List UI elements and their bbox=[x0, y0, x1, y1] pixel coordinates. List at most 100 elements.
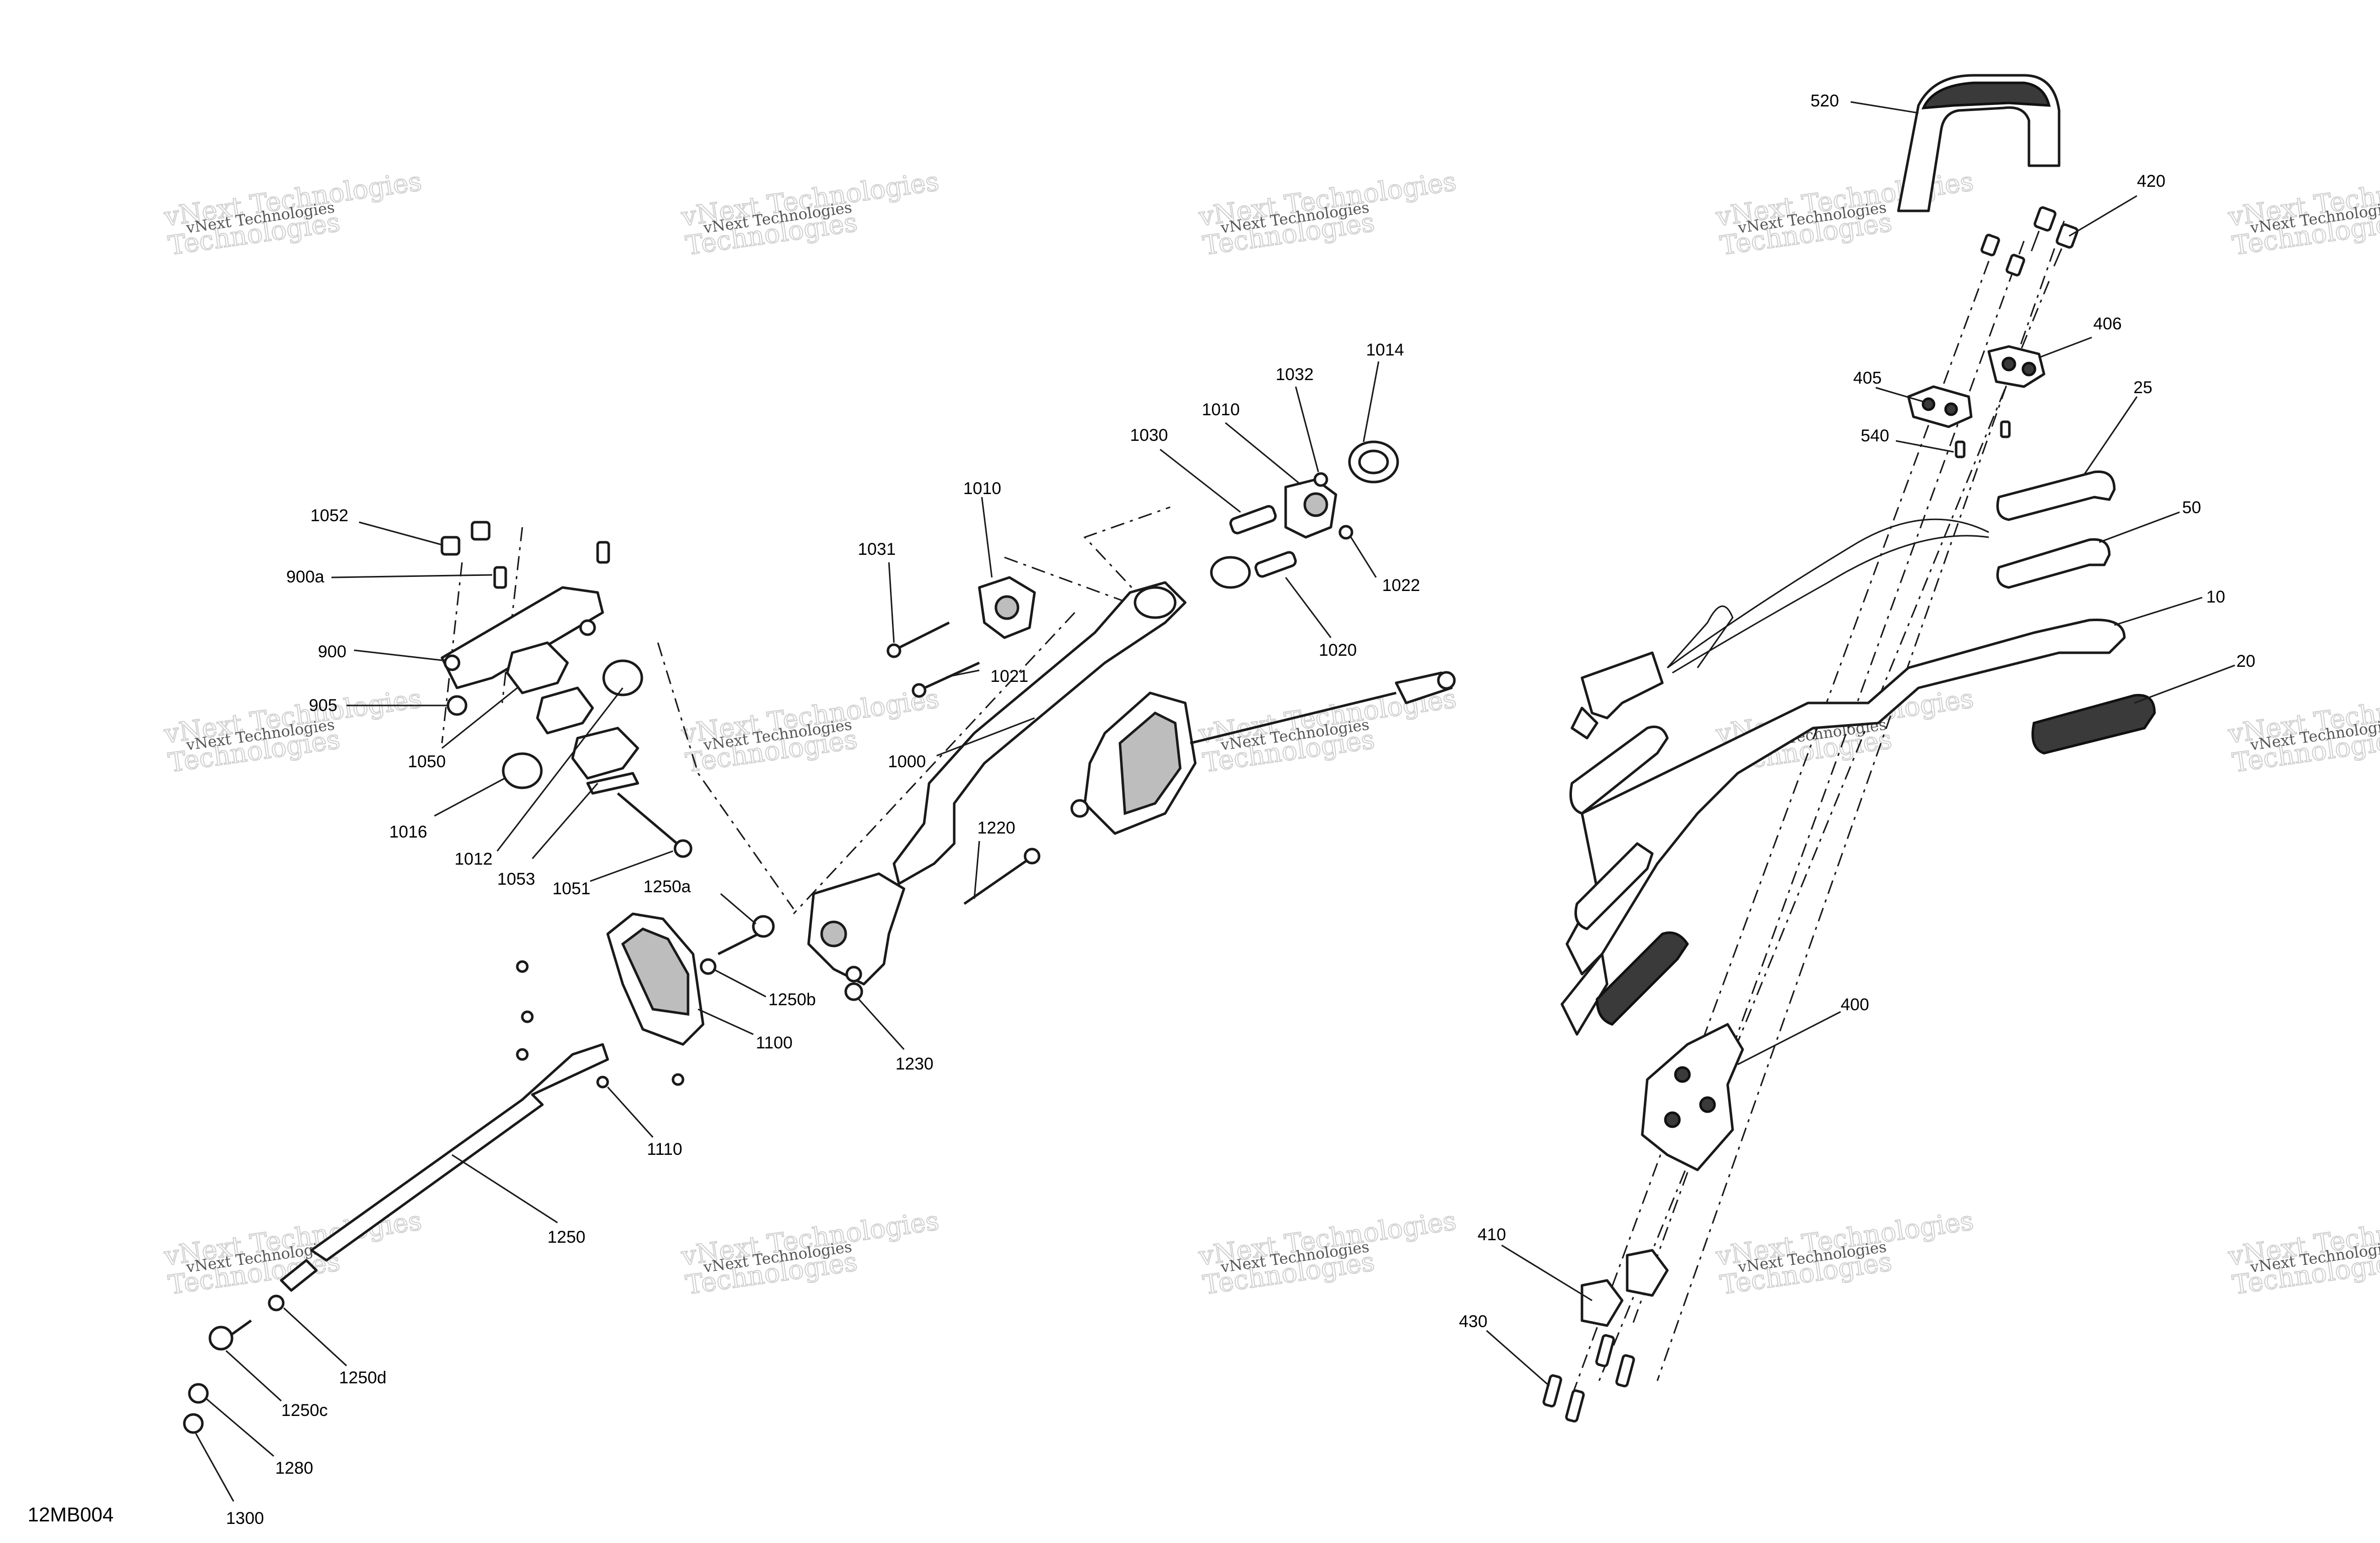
bolt-430 bbox=[1565, 1389, 1585, 1422]
rod-end-1250a bbox=[717, 932, 759, 956]
callout-1016: 1016 bbox=[389, 822, 427, 842]
callout-1220: 1220 bbox=[977, 818, 1015, 838]
nut-1300 bbox=[183, 1413, 204, 1434]
mount-bolt bbox=[1070, 799, 1089, 818]
callout-1021: 1021 bbox=[990, 667, 1029, 686]
bracket-hole bbox=[579, 619, 596, 636]
callout-1053: 1053 bbox=[497, 870, 535, 889]
bolt-head bbox=[886, 643, 901, 658]
callout-1110: 1110 bbox=[647, 1140, 683, 1159]
riser-hole bbox=[1699, 1096, 1716, 1113]
leader bbox=[441, 687, 518, 749]
callout-1250: 1250 bbox=[547, 1228, 586, 1247]
leader bbox=[1363, 361, 1380, 442]
leader bbox=[981, 497, 993, 578]
screw bbox=[671, 1073, 685, 1086]
rod-eye bbox=[208, 1326, 234, 1351]
callout-25: 25 bbox=[2133, 378, 2152, 397]
bolt bbox=[2030, 206, 2057, 252]
callout-1020: 1020 bbox=[1319, 641, 1357, 660]
washer-1280 bbox=[188, 1383, 209, 1404]
bushing-1020 bbox=[1210, 556, 1251, 589]
cable bbox=[1667, 518, 1989, 669]
callout-1250d: 1250d bbox=[339, 1368, 387, 1387]
callout-900: 900 bbox=[318, 642, 347, 661]
leader bbox=[283, 1307, 348, 1367]
screw-540 bbox=[1955, 440, 1966, 458]
leader bbox=[2114, 597, 2203, 626]
callout-540: 540 bbox=[1861, 426, 1889, 445]
callout-1031: 1031 bbox=[858, 540, 896, 559]
leader bbox=[936, 717, 1035, 757]
leader bbox=[698, 1008, 754, 1035]
leader bbox=[496, 687, 624, 852]
callout-410: 410 bbox=[1478, 1225, 1506, 1244]
leader bbox=[195, 1433, 235, 1502]
leader bbox=[1486, 1330, 1550, 1387]
leader bbox=[720, 893, 756, 925]
clamp-hole bbox=[1921, 397, 1936, 411]
assembly-line bbox=[1656, 220, 2065, 1381]
bracket-hole bbox=[443, 654, 461, 671]
nut-1250d bbox=[268, 1294, 285, 1312]
leader bbox=[1737, 1011, 1841, 1065]
callout-405: 405 bbox=[1853, 369, 1882, 388]
grip-20 bbox=[2031, 693, 2156, 755]
callout-1250b: 1250b bbox=[768, 990, 816, 1009]
assembly-line bbox=[501, 527, 523, 703]
handlebar-pad bbox=[1897, 74, 2061, 212]
leader bbox=[2083, 396, 2138, 475]
callout-10: 10 bbox=[2206, 587, 2225, 607]
leader bbox=[1895, 440, 1954, 453]
riser-hole bbox=[1674, 1066, 1691, 1083]
callout-430: 430 bbox=[1459, 1312, 1488, 1331]
bolt-head bbox=[912, 683, 927, 698]
clamp-bore bbox=[994, 595, 1019, 620]
leader bbox=[973, 841, 980, 899]
watermark: vNext Technologies Technologies vNext Te… bbox=[1713, 166, 1976, 262]
leader bbox=[590, 850, 673, 882]
callout-1000: 1000 bbox=[888, 752, 926, 771]
bushing-bore bbox=[1358, 449, 1389, 474]
bolt-head bbox=[673, 839, 693, 858]
bolt bbox=[2005, 254, 2025, 277]
handlebar-10 bbox=[1565, 618, 2126, 976]
watermark: vNext Technologies Technologies vNext Te… bbox=[2225, 683, 2380, 779]
steering-column-1000 bbox=[892, 581, 1187, 885]
leader bbox=[1225, 422, 1301, 486]
lower-clamp bbox=[1626, 1249, 1669, 1297]
bolt-1031 bbox=[893, 621, 950, 652]
clamp-406 bbox=[1987, 345, 2046, 388]
callout-1300: 1300 bbox=[226, 1509, 264, 1528]
leader bbox=[1501, 1244, 1593, 1301]
leader bbox=[2134, 664, 2235, 704]
watermark: vNext Technologies Technologies vNext Te… bbox=[1713, 1206, 1976, 1301]
switch-lever bbox=[1570, 706, 1599, 740]
nut-1230 bbox=[844, 982, 863, 1001]
switch-housing bbox=[1580, 651, 1664, 720]
riser-hole bbox=[1664, 1111, 1681, 1128]
leader bbox=[1875, 387, 1924, 403]
callout-520: 520 bbox=[1810, 91, 1839, 110]
clamp-hole bbox=[2021, 362, 2036, 377]
bolt-430 bbox=[1542, 1374, 1562, 1407]
clamp-hole bbox=[1944, 402, 1958, 416]
callout-20: 20 bbox=[2236, 652, 2255, 671]
cable bbox=[1672, 535, 1989, 674]
leader bbox=[1350, 537, 1377, 578]
assembly-line bbox=[792, 612, 1076, 915]
leader bbox=[888, 562, 895, 643]
bolt-head bbox=[1024, 848, 1041, 865]
leader bbox=[1850, 101, 1919, 114]
diagram-code: 12MB004 bbox=[28, 1504, 114, 1526]
callout-1250a: 1250a bbox=[643, 877, 691, 896]
leader bbox=[531, 783, 599, 859]
bolt bbox=[1980, 233, 2000, 257]
callout-905: 905 bbox=[309, 696, 337, 715]
callout-1014: 1014 bbox=[1366, 340, 1404, 360]
assembly-line bbox=[1004, 506, 1171, 614]
bushing-1016 bbox=[502, 752, 543, 789]
pump-face bbox=[1118, 711, 1182, 815]
grip-50 bbox=[1996, 538, 2111, 589]
